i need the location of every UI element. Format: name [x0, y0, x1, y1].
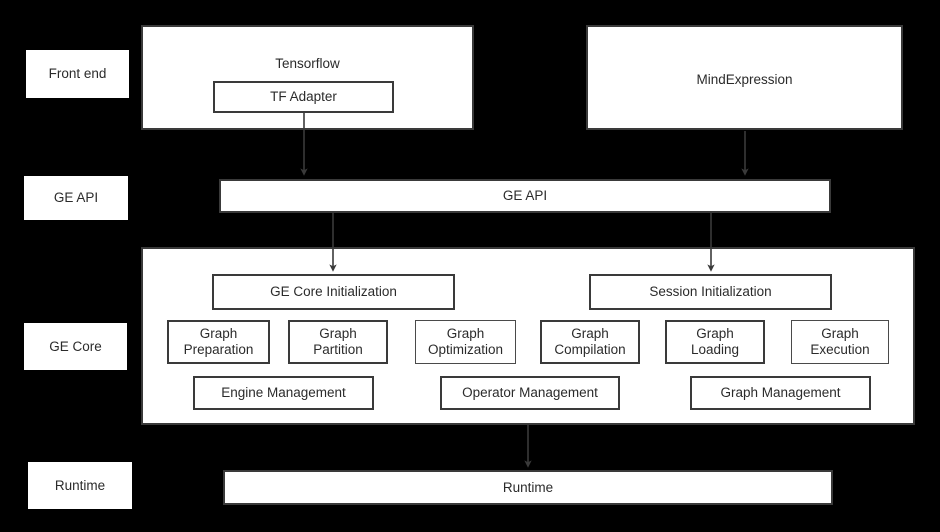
operator-management-label: Operator Management [462, 385, 598, 401]
graph-loading-box[interactable]: Graph Loading [665, 320, 765, 364]
graph-partition-box[interactable]: Graph Partition [288, 320, 388, 364]
graph-partition-label: Graph Partition [313, 326, 363, 357]
layer-label-runtime: Runtime [28, 462, 132, 509]
layer-label-front-end: Front end [26, 50, 129, 98]
tf-adapter-box[interactable]: TF Adapter [213, 81, 394, 113]
mindexpression-title: MindExpression [696, 72, 793, 87]
graph-preparation-label: Graph Preparation [183, 326, 254, 357]
tf-adapter-label: TF Adapter [270, 89, 337, 105]
layer-label-text: GE API [53, 190, 99, 206]
session-initialization-label: Session Initialization [649, 284, 772, 300]
graph-optimization-box[interactable]: Graph Optimization [415, 320, 516, 364]
graph-execution-box[interactable]: Graph Execution [791, 320, 889, 364]
ge-api-bar[interactable]: GE API [219, 179, 831, 213]
graph-compilation-label: Graph Compilation [554, 326, 626, 357]
runtime-label: Runtime [502, 479, 554, 495]
tensorflow-panel[interactable]: Tensorflow [141, 25, 474, 130]
layer-label-text: Front end [48, 66, 107, 82]
graph-optimization-label: Graph Optimization [427, 326, 504, 357]
session-initialization-box[interactable]: Session Initialization [589, 274, 832, 310]
graph-management-label: Graph Management [720, 385, 841, 401]
engine-management-label: Engine Management [221, 385, 346, 401]
ge-core-initialization-box[interactable]: GE Core Initialization [212, 274, 455, 310]
graph-compilation-box[interactable]: Graph Compilation [540, 320, 640, 364]
runtime-bar[interactable]: Runtime [223, 470, 833, 505]
operator-management-box[interactable]: Operator Management [440, 376, 620, 410]
layer-label-ge-core: GE Core [24, 323, 127, 370]
tensorflow-title: Tensorflow [275, 56, 340, 71]
graph-execution-label: Graph Execution [810, 326, 870, 357]
ge-core-initialization-label: GE Core Initialization [270, 284, 397, 300]
engine-management-box[interactable]: Engine Management [193, 376, 374, 410]
layer-label-text: GE Core [49, 338, 102, 354]
graph-management-box[interactable]: Graph Management [690, 376, 871, 410]
graph-preparation-box[interactable]: Graph Preparation [167, 320, 270, 364]
graph-loading-label: Graph Loading [690, 326, 740, 357]
layer-label-ge-api: GE API [24, 176, 128, 220]
layer-label-text: Runtime [54, 477, 106, 493]
mindexpression-panel[interactable]: MindExpression [586, 25, 903, 130]
ge-api-label: GE API [502, 188, 548, 204]
